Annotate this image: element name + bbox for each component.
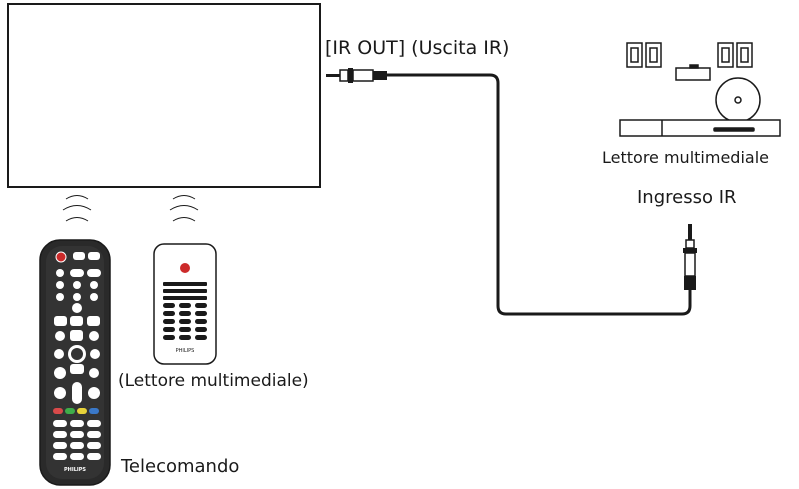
display-panel	[7, 3, 321, 188]
ir-out-label: [IR OUT] (Uscita IR)	[325, 37, 510, 59]
media-player-label: Lettore multimediale	[602, 148, 769, 167]
ir-signal-icon-right	[169, 195, 199, 222]
media-player-icon	[619, 42, 781, 137]
ir-signal-icon-left	[62, 195, 92, 222]
small-remote-brand-label: PHILIPS	[176, 348, 195, 354]
remote-brand-label: PHILIPS	[64, 467, 86, 473]
ir-out-jack-icon	[326, 68, 387, 83]
ir-in-plug-icon	[683, 224, 697, 290]
remote-control-icon: PHILIPS	[39, 239, 111, 486]
media-player-remote-icon: PHILIPS	[153, 243, 217, 365]
remote-label: Telecomando	[121, 456, 240, 477]
media-player-remote-label: (Lettore multimediale)	[118, 371, 309, 391]
ir-cable	[387, 73, 692, 316]
ir-in-label: Ingresso IR	[637, 187, 737, 208]
